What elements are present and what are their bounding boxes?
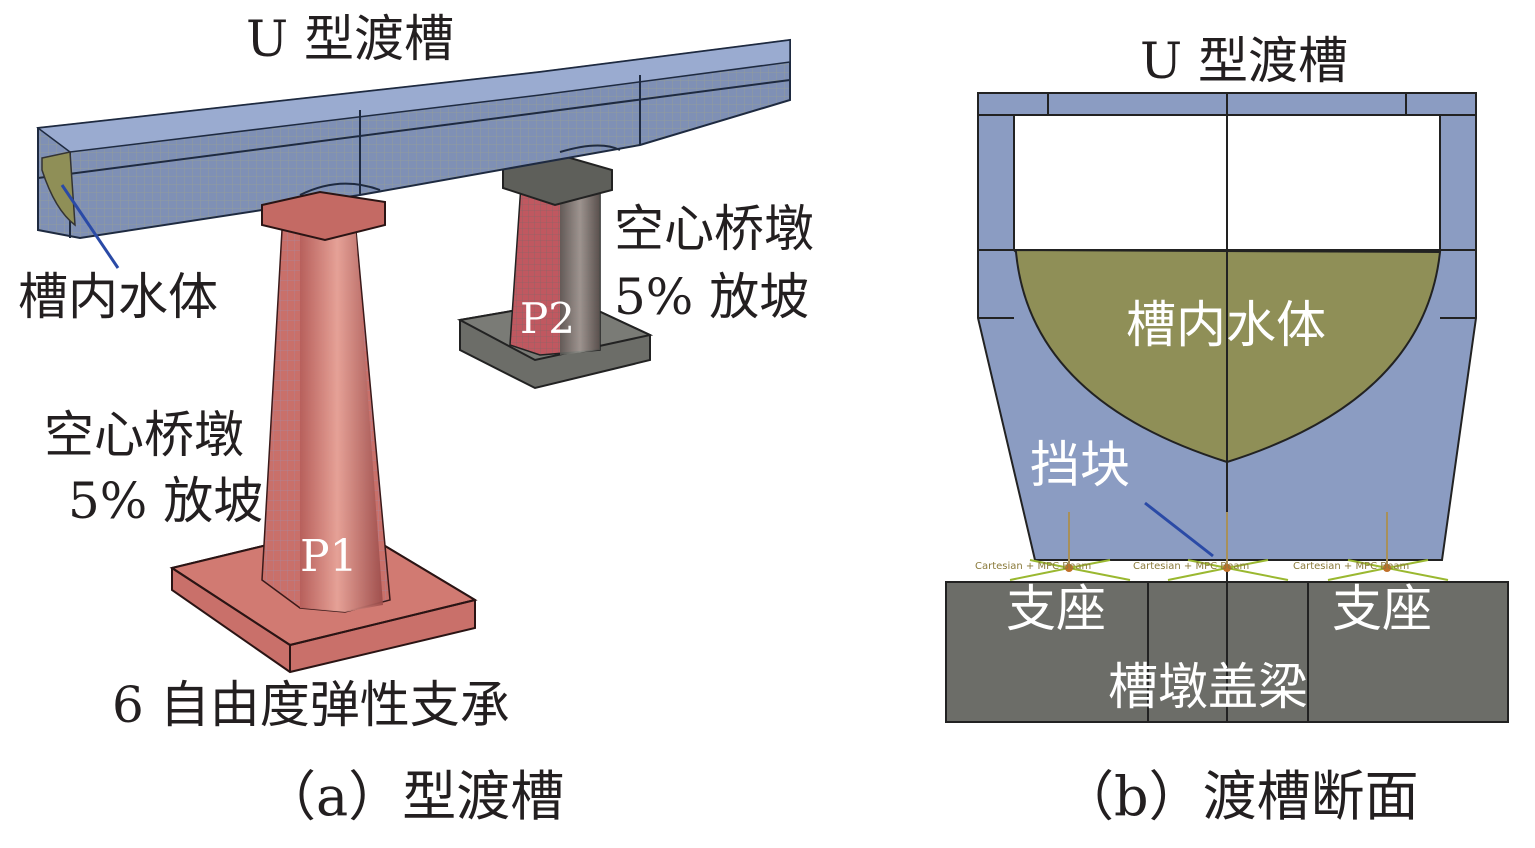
block-leader-line	[1144, 501, 1214, 558]
pier-p2-label-line1: 空心桥墩	[614, 200, 814, 258]
pier-p1-label-line2: 5% 放坡	[68, 472, 264, 530]
caption-a: （a）型渡槽	[262, 765, 565, 828]
pier-p2-label-line2: 5% 放坡	[614, 268, 810, 326]
water-leader-line	[60, 184, 120, 269]
support-left-label: 支座	[1006, 580, 1106, 638]
pier-p1-id: P1	[300, 531, 358, 582]
connector-middle	[1167, 512, 1289, 581]
aqueduct-section-body	[977, 92, 1477, 582]
connector-text-right: Cartesian + MPC Beam	[1293, 561, 1410, 572]
panel-b-title: U 型渡槽	[1140, 32, 1349, 90]
connector-text-middle: Cartesian + MPC Beam	[1133, 561, 1250, 572]
pier-p2-id: P2	[520, 294, 575, 343]
caption-b: （b）渡槽断面	[1060, 765, 1419, 828]
shear-block-label: 挡块	[1030, 436, 1130, 494]
bearing-label: 6 自由度弹性支承	[112, 676, 510, 734]
connector-right	[1327, 512, 1449, 581]
water-body-3d	[41, 151, 76, 227]
connector-node	[1383, 564, 1391, 572]
bearing-connectors	[1009, 501, 1449, 581]
water-body-section-label: 槽内水体	[1126, 296, 1326, 354]
water-body-label: 槽内水体	[18, 268, 218, 326]
u-aqueduct-beam	[36, 38, 791, 269]
connector-node	[1223, 564, 1231, 572]
pier-p1	[169, 190, 478, 674]
connector-node	[1065, 564, 1073, 572]
pier-p1-label-line1: 空心桥墩	[44, 406, 244, 464]
panel-a-title: U 型渡槽	[246, 10, 455, 68]
pier-p2	[456, 153, 654, 390]
connector-left	[1009, 512, 1131, 581]
cap-beam	[945, 581, 1509, 723]
connector-text-left: Cartesian + MPC Beam	[975, 561, 1092, 572]
support-right-label: 支座	[1332, 580, 1432, 638]
cap-beam-label: 槽墩盖梁	[1108, 658, 1308, 716]
